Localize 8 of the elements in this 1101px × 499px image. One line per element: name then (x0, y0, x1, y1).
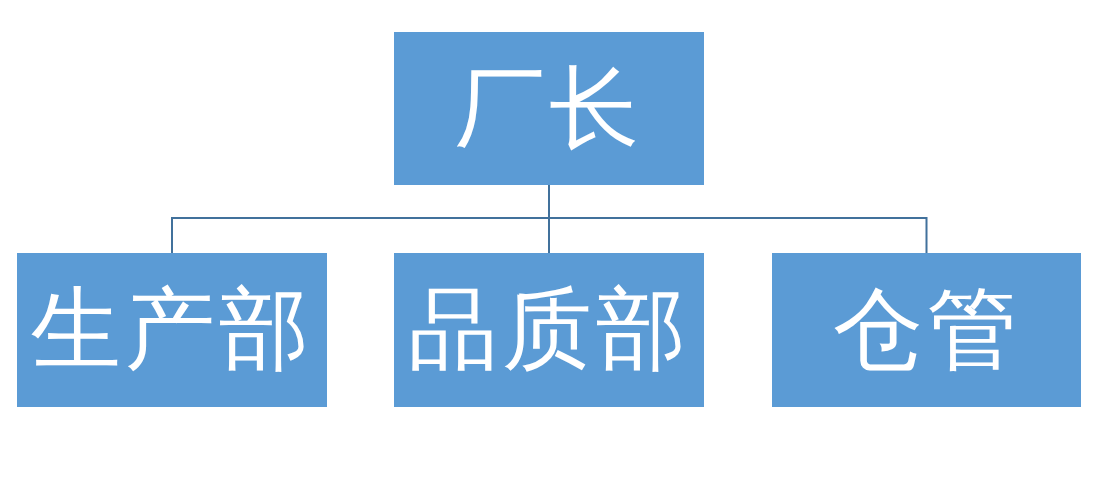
box-label: 品质部 (408, 285, 690, 375)
org-box (394, 32, 704, 185)
org-box (394, 253, 704, 407)
box-label: 生产部 (31, 285, 313, 375)
org-box (17, 253, 327, 407)
org-box (772, 253, 1081, 407)
box-label: 仓管 (832, 285, 1021, 375)
box-label: 厂长 (455, 63, 643, 154)
